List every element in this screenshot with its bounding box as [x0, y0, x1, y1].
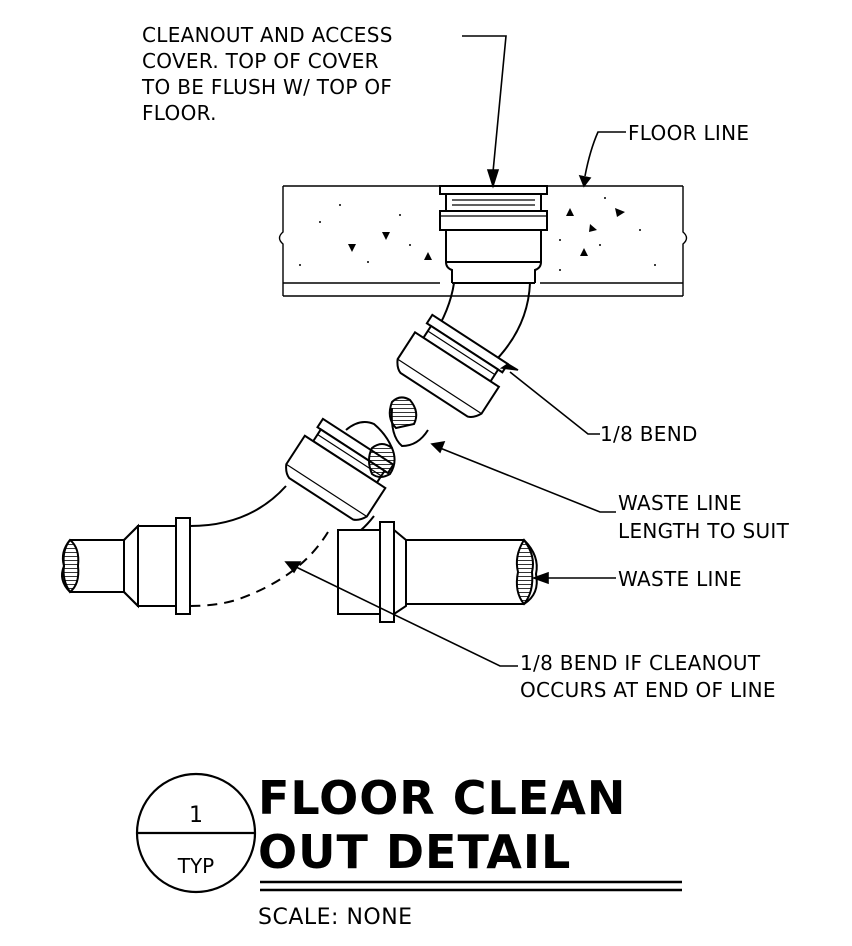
upper-pipe-cut: [388, 396, 429, 448]
scale-label: SCALE: NONE: [258, 905, 413, 930]
note-floor-line: FLOOR LINE: [628, 121, 749, 145]
lower-pipe-cut: [345, 421, 396, 478]
detail-bubble: 1 TYP: [135, 772, 257, 894]
note-waste-line: WASTE LINE: [618, 567, 742, 591]
note-cleanout-line-4: FLOOR.: [142, 101, 217, 125]
bend-hub-upper: [396, 313, 510, 418]
note-cleanout-line-3: TO BE FLUSH W/ TOP OF: [141, 75, 392, 99]
note-cleanout-line-2: COVER. TOP OF COVER: [142, 49, 379, 73]
leader-lines: [284, 35, 626, 667]
detail-number: 1: [189, 803, 203, 828]
title-line-2: OUT DETAIL: [258, 825, 571, 879]
note-bend-end-line-1: 1/8 BEND IF CLEANOUT: [520, 651, 761, 675]
title-line-1: FLOOR CLEAN: [258, 771, 626, 825]
waste-pipe-left: [61, 517, 191, 615]
concrete-aggregate: [299, 197, 656, 271]
note-eighth-bend: 1/8 BEND: [600, 422, 698, 446]
cleanout-cover: [439, 185, 548, 284]
note-waste-length-line-1: WASTE LINE: [618, 491, 742, 515]
note-cleanout-line-1: CLEANOUT AND ACCESS: [142, 23, 393, 47]
note-cleanout: CLEANOUT AND ACCESS COVER. TOP OF COVER …: [141, 23, 393, 125]
note-bend-end-line-2: OCCURS AT END OF LINE: [520, 678, 776, 702]
waste-pipe-right: [337, 521, 538, 623]
note-waste-length-line-2: LENGTH TO SUIT: [618, 519, 790, 543]
detail-reference: TYP: [177, 854, 215, 878]
title-underline: [260, 880, 682, 892]
